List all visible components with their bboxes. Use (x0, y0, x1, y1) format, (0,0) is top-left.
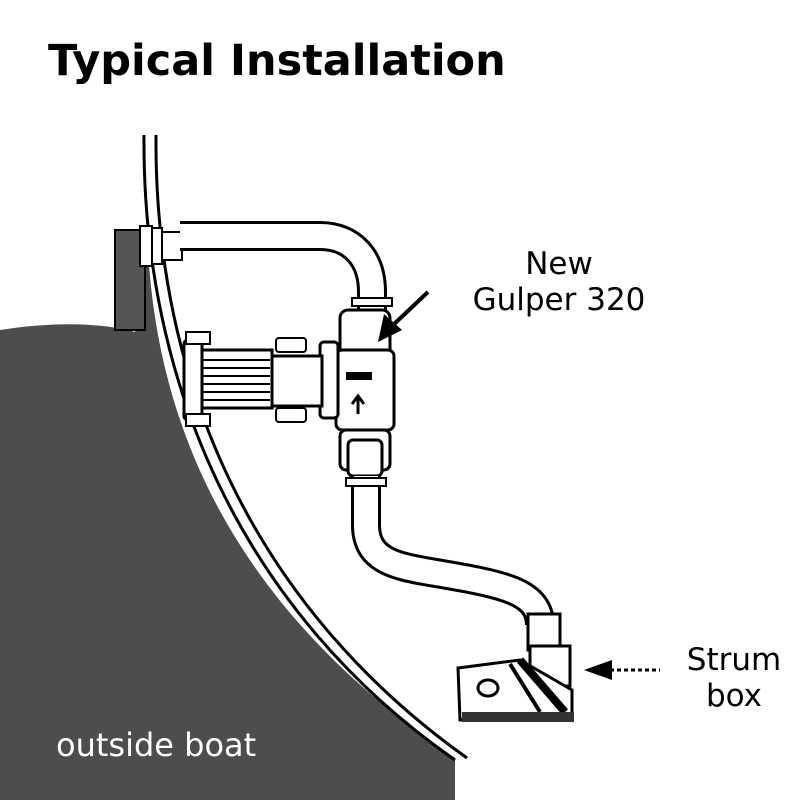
outlet-hose (180, 221, 393, 340)
hull-shape (0, 250, 455, 800)
pump-pointer-arrow (378, 290, 430, 342)
intake-hose (345, 476, 555, 627)
strum-label-line1: Strum (686, 642, 782, 678)
pump-label: New Gulper 320 (444, 246, 674, 318)
gulper-pump (182, 308, 396, 478)
strum-box (456, 612, 574, 722)
through-hull-fitting (114, 225, 183, 331)
strum-label: Strum box (672, 642, 796, 714)
diagram-title: Typical Installation (48, 36, 506, 86)
outside-boat-label: outside boat (56, 726, 257, 764)
strum-label-line2: box (705, 678, 763, 714)
pump-label-line2: Gulper 320 (472, 282, 646, 318)
pump-label-line1: New (525, 246, 593, 282)
strum-pointer-arrow (584, 660, 660, 680)
